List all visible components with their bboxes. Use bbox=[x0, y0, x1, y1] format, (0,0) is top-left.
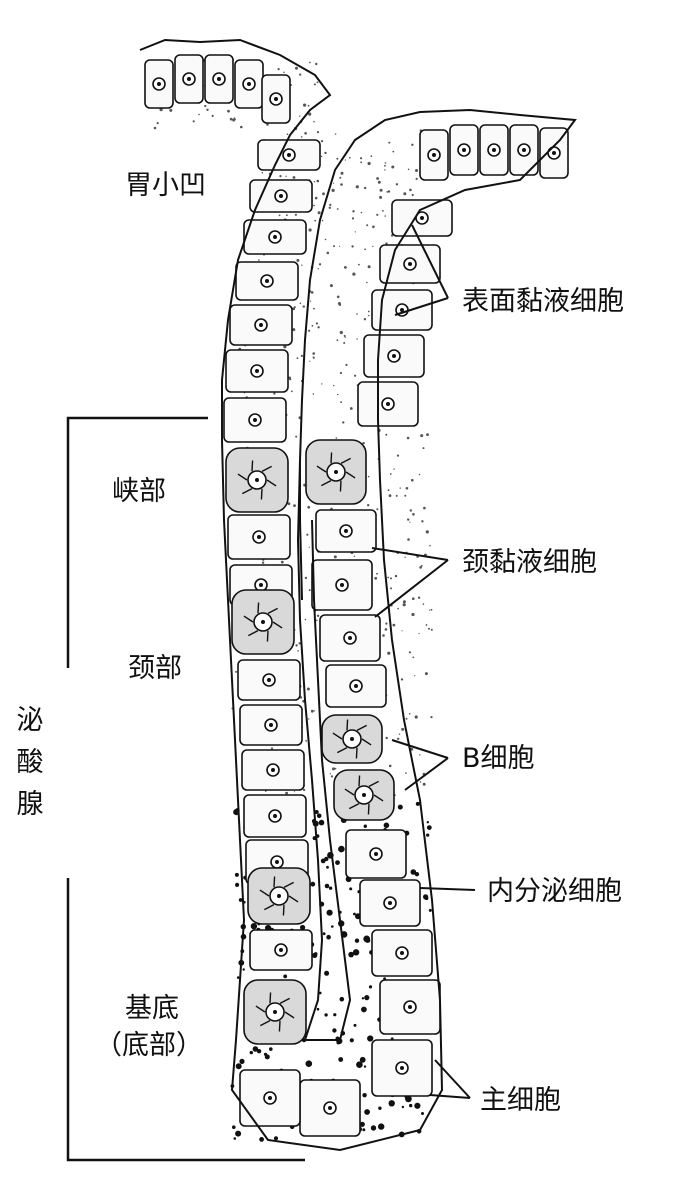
surface-cell bbox=[229, 304, 293, 346]
leader-lines bbox=[371, 224, 476, 1099]
surface-cell bbox=[419, 129, 449, 181]
parietal-cell bbox=[333, 769, 395, 821]
surface-cell bbox=[239, 704, 303, 746]
surface-cell bbox=[144, 59, 174, 109]
label-surface-mucous-cell: 表面黏液细胞 bbox=[462, 286, 624, 317]
parietal-cell bbox=[305, 439, 367, 505]
surface-cell bbox=[243, 219, 307, 255]
surface-cell bbox=[379, 244, 441, 284]
label-b-cell: B细胞 bbox=[462, 743, 535, 774]
leader-surface-mucous-2 bbox=[394, 297, 449, 316]
surface-cell bbox=[249, 929, 313, 971]
surface-cell bbox=[239, 1069, 301, 1127]
parietal-cell bbox=[231, 589, 295, 655]
region-brackets bbox=[66, 416, 305, 1162]
leader-endocrine bbox=[419, 887, 476, 891]
surface-cell bbox=[371, 929, 433, 977]
leader-chief-1 bbox=[434, 1059, 471, 1099]
surface-cell bbox=[241, 749, 305, 791]
epithelial-cells bbox=[144, 54, 569, 1137]
surface-cell bbox=[371, 1039, 433, 1097]
label-base-line1: 基底 bbox=[125, 993, 179, 1024]
surface-cell bbox=[479, 124, 509, 176]
label-neck-mucous-cell: 颈黏液细胞 bbox=[462, 547, 597, 578]
leader-neck-mucous-1 bbox=[371, 547, 449, 561]
bracket-gland-lower bbox=[66, 878, 305, 1162]
neck-cell bbox=[311, 559, 373, 611]
surface-cell bbox=[234, 59, 264, 109]
leader-surface-mucous-1 bbox=[411, 224, 449, 299]
surface-cell bbox=[243, 794, 307, 838]
surface-cell bbox=[315, 509, 377, 553]
label-isthmus: 峡部 bbox=[112, 476, 166, 507]
label-neck: 颈部 bbox=[128, 653, 182, 684]
label-base-line2: （底部） bbox=[95, 1030, 203, 1061]
leader-b-cell-2 bbox=[404, 757, 449, 791]
surface-cell bbox=[261, 74, 291, 124]
surface-cell bbox=[319, 614, 381, 662]
gland-char-3: 腺 bbox=[16, 789, 44, 820]
surface-cell bbox=[391, 199, 453, 237]
gland-char-1: 泌 bbox=[16, 705, 44, 736]
gland-char-2: 酸 bbox=[16, 747, 44, 778]
label-foveola: 胃小凹 bbox=[125, 170, 206, 201]
surface-cell bbox=[359, 879, 421, 927]
surface-cell bbox=[357, 381, 419, 427]
parietal-cell bbox=[225, 447, 289, 513]
surface-cell bbox=[257, 139, 321, 171]
surface-cell bbox=[363, 334, 425, 378]
surface-cell bbox=[204, 54, 234, 104]
surface-cell bbox=[235, 261, 299, 301]
surface-cell bbox=[223, 397, 287, 443]
leader-chief-2 bbox=[429, 1094, 471, 1099]
surface-cell bbox=[325, 664, 387, 708]
surface-cell bbox=[449, 124, 479, 176]
surface-cell bbox=[299, 1079, 361, 1137]
label-oxyntic-gland: 泌 酸 腺 bbox=[15, 700, 45, 826]
leader-b-cell-1 bbox=[391, 739, 449, 759]
label-endocrine-cell: 内分泌细胞 bbox=[487, 876, 622, 907]
surface-cell bbox=[225, 349, 289, 393]
parietal-cell bbox=[243, 979, 307, 1045]
label-chief-cell: 主细胞 bbox=[480, 1085, 561, 1116]
surface-cell bbox=[379, 979, 441, 1035]
surface-cell bbox=[345, 829, 407, 879]
bracket-gland-upper bbox=[66, 416, 208, 668]
surface-cell bbox=[227, 514, 291, 560]
surface-cell bbox=[249, 179, 313, 213]
gland-outline bbox=[139, 38, 577, 1152]
parietal-cell bbox=[321, 714, 383, 764]
surface-cell bbox=[237, 659, 301, 701]
leader-neck-mucous-2 bbox=[374, 559, 449, 618]
surface-cell bbox=[174, 54, 204, 104]
surface-cell bbox=[509, 124, 539, 176]
parietal-cell bbox=[247, 867, 311, 925]
